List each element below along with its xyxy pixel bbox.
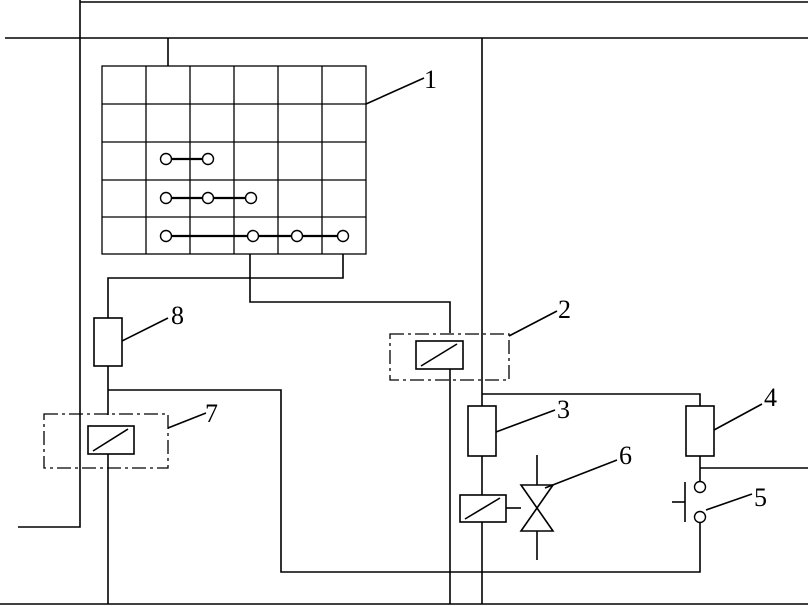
relay-2: 2 (389, 295, 571, 604)
label-4: 4 (764, 383, 777, 412)
label-3: 3 (557, 395, 570, 424)
wire-to-fuse-8 (107, 254, 344, 318)
fuse-4: 4 (685, 383, 808, 482)
relay-2-enclosure (389, 333, 510, 381)
relay-7-coil-slash (92, 428, 129, 452)
left-feed-wire (18, 0, 81, 528)
fuse-4-body (685, 405, 715, 457)
label-6: 6 (619, 441, 632, 470)
fuse-3-body (467, 405, 497, 457)
leader-8 (121, 317, 169, 342)
label-5: 5 (754, 483, 767, 512)
relay-2-coil-slash (420, 343, 458, 367)
branch-wire (482, 393, 701, 406)
valve-upper-triangle (519, 484, 555, 510)
switch-5-lower-contact (693, 510, 707, 524)
selector-matrix: 1 (101, 38, 437, 255)
relay-7: 7 (43, 389, 701, 604)
valve-coil-slash (464, 497, 501, 520)
label-7: 7 (205, 399, 218, 428)
label-1: 1 (424, 65, 437, 94)
leader-2 (508, 310, 558, 337)
matrix-jumpers (159, 152, 350, 243)
valve-6: 6 (459, 441, 632, 560)
pushbutton-5: 5 (672, 480, 767, 524)
label-2: 2 (558, 295, 571, 324)
leader-6 (544, 459, 618, 489)
relay-7-enclosure (43, 413, 169, 469)
leader-7 (167, 412, 207, 429)
matrix-output-wires (107, 254, 451, 333)
matrix-grid-lines (102, 66, 366, 254)
fuse-8: 8 (93, 301, 184, 415)
wire-to-relay-2 (249, 254, 451, 333)
valve-lower-triangle (519, 506, 555, 532)
switch-5-upper-contact (693, 480, 707, 494)
leader-5 (705, 493, 753, 511)
leader-4 (713, 403, 763, 431)
leader-1 (365, 77, 425, 105)
fuse-8-body (93, 317, 123, 367)
fuse-3: 3 (467, 395, 570, 457)
leader-3 (495, 409, 556, 433)
label-8: 8 (171, 301, 184, 330)
wire-relay7-to-switch-5 (108, 389, 701, 573)
